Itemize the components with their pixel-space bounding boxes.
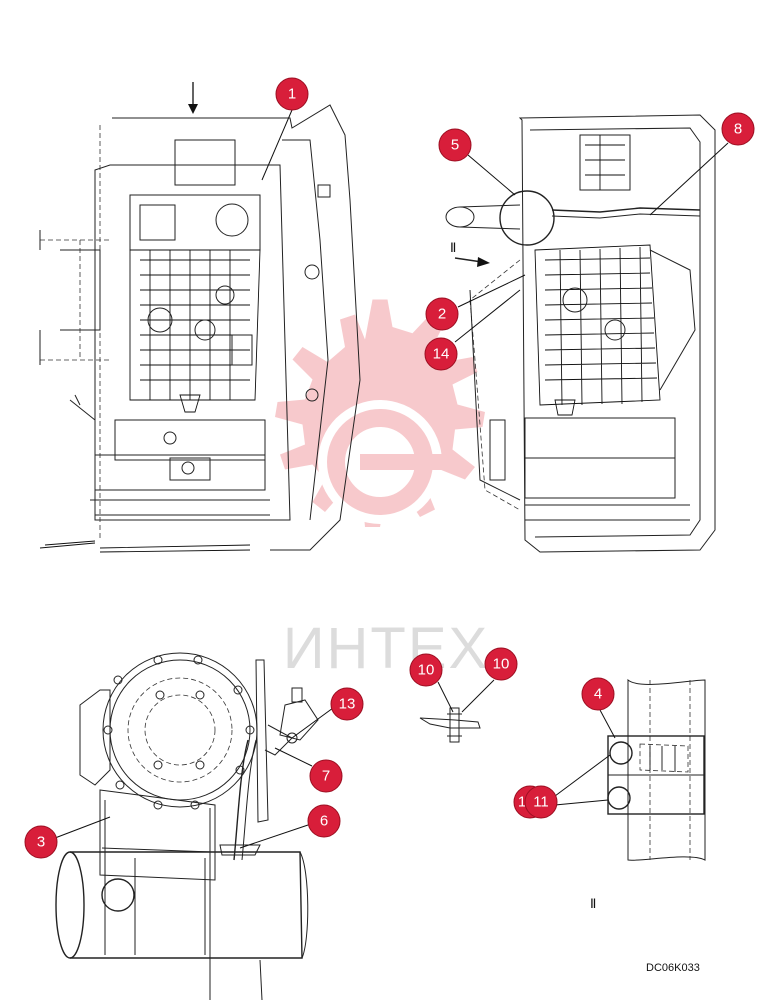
watermark-text: ИНТЕХ [283,616,489,681]
callout-10-left: 10 [409,653,443,687]
svg-text:10: 10 [493,656,510,673]
svg-text:2: 2 [438,306,446,323]
svg-text:1: 1 [518,794,526,811]
callout-11: 11 [524,785,558,819]
callout-2: 2 [425,297,459,331]
view-marker-bottom: Ⅱ [590,896,596,911]
svg-text:1: 1 [288,86,296,103]
svg-text:4: 4 [594,686,602,703]
svg-text:10: 10 [418,662,435,679]
callout-8: 8 [721,112,755,146]
callout-13: 13 [330,687,364,721]
top-right-engine-view [445,114,716,553]
view-marker-top: Ⅱ [450,240,456,255]
callout-4: 4 [581,677,615,711]
svg-text:6: 6 [320,813,328,830]
callout-6: 6 [307,804,341,838]
svg-text:3: 3 [37,834,45,851]
watermark-logo [275,299,485,527]
svg-text:14: 14 [433,346,450,363]
callout-3: 3 [24,825,58,859]
callout-10-right: 10 [484,647,518,681]
drawing-code: DC06K033 [646,962,700,974]
svg-text:7: 7 [322,768,330,785]
callout-7: 7 [309,759,343,793]
callout-14: 14 [424,337,458,371]
leader-lines [54,109,729,849]
svg-text:11: 11 [533,794,549,811]
callout-5: 5 [438,128,472,162]
callout-1-top: 1 [275,77,309,111]
svg-text:13: 13 [339,696,356,713]
bottom-left-exhaust-view [55,652,319,1000]
bottom-middle-bolt-detail [419,707,481,743]
svg-text:8: 8 [734,121,742,138]
svg-text:5: 5 [451,137,459,154]
top-left-engine-view [39,82,361,553]
bottom-right-clamp-detail [607,678,706,861]
